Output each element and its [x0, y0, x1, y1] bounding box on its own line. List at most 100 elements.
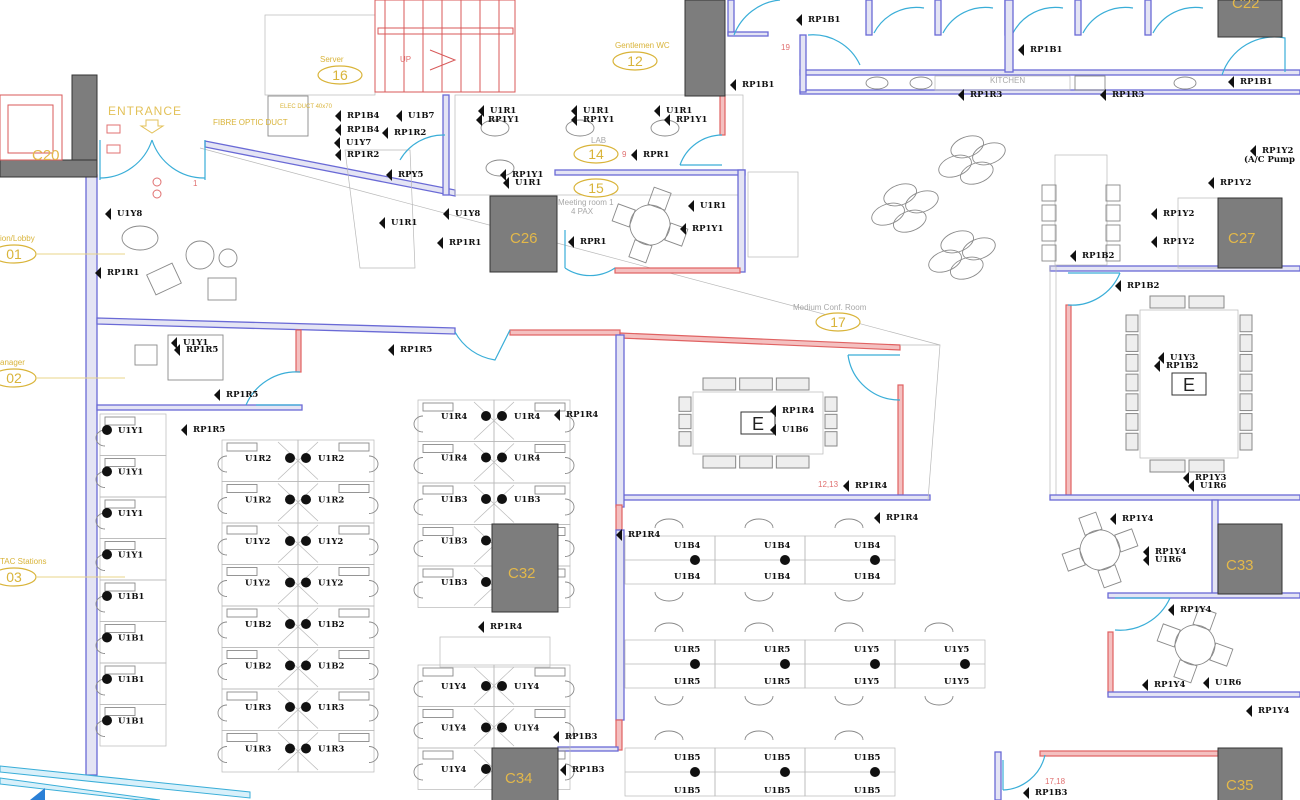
monitor — [226, 567, 258, 576]
room-tag-name: ion/Lobby — [0, 234, 35, 243]
outlet-tag: RP1R4 — [490, 622, 522, 632]
power-outlet-icon — [1151, 208, 1157, 220]
lounge-chair — [962, 237, 996, 261]
power-outlet-icon — [843, 480, 849, 492]
partition — [615, 719, 623, 751]
power-outlet-icon — [874, 512, 880, 524]
data-outlet-icon — [301, 743, 311, 754]
chair — [654, 730, 684, 741]
small-room-door — [1114, 597, 1171, 631]
cubicle-door — [873, 6, 925, 34]
chair — [217, 497, 228, 514]
power-outlet-icon — [95, 267, 101, 279]
side-table — [218, 248, 238, 268]
power-outlet-icon — [1158, 352, 1164, 364]
monitor — [104, 458, 136, 467]
floor-box-icon — [780, 555, 790, 565]
chair — [647, 186, 672, 211]
lab-door — [679, 134, 723, 166]
outlet-tag: RP1B4 — [347, 125, 380, 135]
toilet-corridor-wall — [799, 89, 1300, 95]
chair — [744, 730, 774, 741]
chair — [217, 538, 228, 556]
workstation-label: U1B4 — [674, 541, 701, 551]
outlet-tag: RP1R4 — [855, 481, 887, 491]
chair — [1078, 511, 1103, 536]
monitor — [226, 442, 258, 452]
armchair — [207, 277, 237, 301]
outlet-tag: RP1B2 — [1127, 281, 1160, 291]
workstation-label: U1Y2 — [318, 579, 343, 589]
power-outlet-icon — [730, 79, 736, 91]
monitor — [422, 750, 454, 760]
chair — [564, 581, 575, 599]
partition — [615, 504, 623, 531]
chair — [834, 695, 864, 706]
meeting15-door — [564, 230, 616, 277]
workstation-label: U1R3 — [245, 703, 271, 713]
stair-arrow-icon — [429, 49, 457, 71]
small-room-top-wall — [1107, 592, 1300, 599]
storage-unit — [439, 636, 551, 668]
outlet-tag: RP1R3 — [1112, 90, 1144, 100]
outlet-tag: RP1Y3 — [1195, 473, 1226, 483]
table — [1079, 529, 1121, 571]
outlet-tag: U1Y8 — [455, 209, 480, 219]
outlet-tag: RP1Y1 — [676, 115, 707, 125]
chair — [1239, 393, 1253, 412]
toilet-corridor-wall — [799, 69, 1300, 76]
monitor — [338, 442, 370, 452]
power-outlet-icon — [500, 169, 506, 181]
bottom-wall — [557, 746, 619, 752]
workstation-label: U1B1 — [118, 592, 145, 602]
workstation-label: U1B4 — [674, 572, 701, 582]
power-outlet-icon — [1142, 679, 1148, 691]
monitor — [338, 525, 370, 535]
room-tag-name: Server — [320, 55, 344, 64]
workstation-label: U1R2 — [245, 496, 271, 506]
chair — [744, 695, 774, 706]
divider — [277, 649, 319, 688]
column-c20-label: C20 — [32, 147, 60, 164]
power-outlet-icon — [1154, 360, 1160, 372]
chair — [678, 396, 692, 412]
small-room-partition — [1107, 631, 1114, 695]
power-outlet-icon — [335, 124, 341, 136]
monitor — [104, 416, 136, 426]
monitor — [104, 665, 136, 675]
chair — [1105, 204, 1121, 222]
chair — [1114, 528, 1139, 553]
meeting15-south-partition — [614, 267, 741, 274]
room-tag-number: 14 — [588, 146, 604, 162]
chair — [1125, 413, 1139, 431]
data-outlet-icon — [285, 660, 295, 671]
outlet-tag: RP1Y4 — [1155, 547, 1186, 557]
workstation-label: U1B2 — [245, 620, 272, 630]
wc-door — [807, 34, 861, 66]
chair — [368, 746, 379, 763]
chair — [1061, 547, 1086, 572]
monitor — [422, 527, 454, 536]
outlet-tag: U1R6 — [1200, 481, 1226, 491]
power-outlet-icon — [174, 344, 180, 356]
power-outlet-icon — [654, 105, 660, 117]
manager-bottom-wall — [96, 404, 303, 411]
chair — [1149, 459, 1186, 473]
sensor-icon — [152, 189, 162, 199]
chair — [413, 680, 424, 698]
chair — [1192, 606, 1217, 631]
toilet-wall — [799, 34, 807, 93]
outlet-tag: U1B7 — [408, 111, 435, 121]
chair — [95, 429, 106, 447]
cubicle-wall — [1004, 0, 1014, 73]
conf17-east-partition — [897, 384, 904, 496]
table — [629, 204, 671, 246]
floor-box-icon — [780, 659, 790, 669]
power-outlet-icon — [1183, 472, 1189, 484]
data-outlet-icon — [285, 619, 295, 629]
workstation-label: U1Y4 — [441, 682, 466, 692]
workstation-label: U1R5 — [674, 677, 700, 687]
cubicle-door — [1012, 6, 1064, 34]
power-outlet-icon — [560, 764, 566, 776]
outlet-tag: RP1Y4 — [1154, 680, 1185, 690]
